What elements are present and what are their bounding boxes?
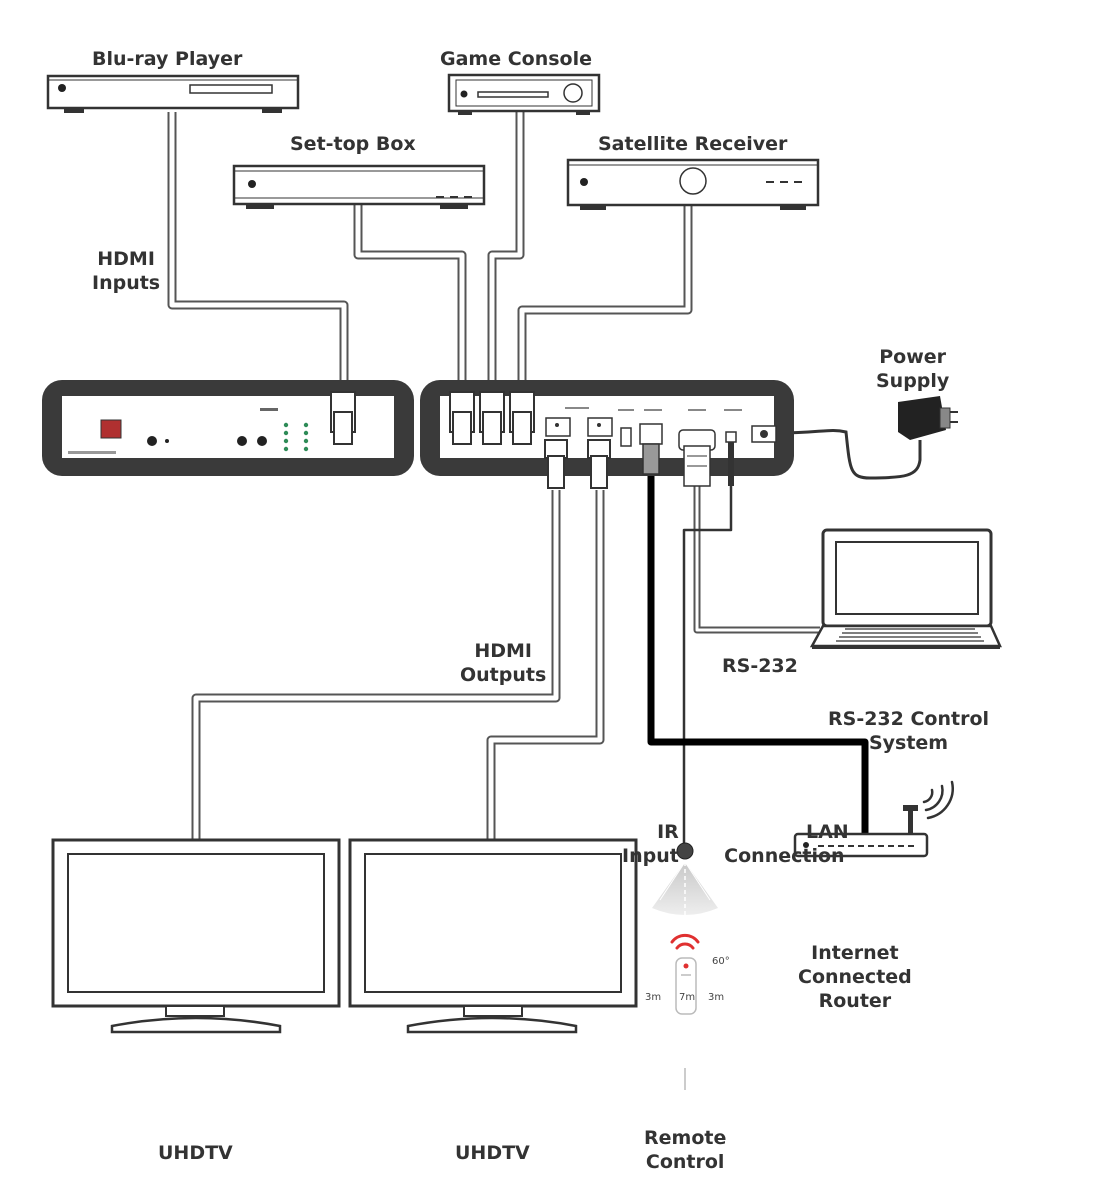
ir-receiver-icon <box>652 842 718 918</box>
rs232-control-line-2: System <box>868 732 949 754</box>
power-cable <box>779 428 922 480</box>
ir-input-line-2: Input <box>622 845 679 867</box>
hdmi-outputs-line-1: HDMI <box>474 640 532 662</box>
power-supply-line-2: Supply <box>876 370 950 392</box>
ir-input-line-1: IR <box>657 821 679 843</box>
game-console-label: Game Console <box>440 48 592 70</box>
lan-cable <box>647 470 869 838</box>
ir-range-right-label: 3m <box>708 992 725 1003</box>
game-console-device <box>447 73 601 115</box>
hdmi-output-cables-inner <box>193 490 603 840</box>
uhdtv-left-icon <box>51 838 341 1034</box>
hdmi-inputs-line-1: HDMI <box>97 248 155 270</box>
lan-connection-line-2: Connection <box>724 845 845 867</box>
bluray-player-device <box>46 74 300 113</box>
rs232-control-line-1: RS-232 Control <box>828 708 990 730</box>
matrix-front-panel <box>42 380 414 476</box>
hdmi-outputs-line-2: Outputs <box>460 664 547 686</box>
hdmi-input-cables-inner <box>169 112 691 395</box>
hdmi-inputs-label: HDMI Inputs <box>92 247 160 295</box>
uhdtv-right-icon <box>348 838 638 1034</box>
uhdtv-left-label: UHDTV <box>158 1142 233 1164</box>
remote-control-line-2: Control <box>645 1151 725 1173</box>
ir-input-label: IR Input <box>622 820 679 868</box>
router-line-2: Connected <box>798 966 912 988</box>
bluray-player-label: Blu-ray Player <box>92 48 243 70</box>
ir-range-center-label: 7m <box>679 992 696 1003</box>
remote-control-icon <box>675 957 697 1015</box>
remote-control-label: Remote Control <box>644 1126 726 1174</box>
ir-angle-label: 60° <box>712 956 730 967</box>
rs232-cable <box>693 480 820 634</box>
hdmi-inputs-line-2: Inputs <box>92 272 161 294</box>
hdmi-outputs-label: HDMI Outputs <box>460 639 546 687</box>
ir-signal-icon <box>670 933 700 950</box>
rs232-control-label: RS-232 Control System <box>828 707 989 755</box>
router-line-1: Internet <box>811 942 899 964</box>
satellite-receiver-device <box>566 158 820 210</box>
set-top-box-device <box>232 164 486 209</box>
lan-connection-label: LAN Connection <box>720 820 849 868</box>
power-supply-line-1: Power <box>879 346 947 368</box>
matrix-rear-panel <box>420 380 794 489</box>
power-supply-icon <box>898 396 958 440</box>
lan-connection-line-1: LAN <box>806 821 849 843</box>
power-supply-label: Power Supply <box>876 345 949 393</box>
router-line-3: Router <box>818 990 892 1012</box>
satellite-receiver-label: Satellite Receiver <box>598 133 788 155</box>
rs232-label: RS-232 <box>722 655 798 677</box>
ir-cable <box>682 450 733 845</box>
set-top-box-label: Set-top Box <box>290 133 416 155</box>
ir-range-left-label: 3m <box>645 992 662 1003</box>
uhdtv-right-label: UHDTV <box>455 1142 530 1164</box>
remote-control-line-1: Remote <box>644 1127 727 1149</box>
router-icon <box>793 780 954 858</box>
router-label: Internet Connected Router <box>798 941 912 1013</box>
laptop-icon <box>809 528 1002 649</box>
